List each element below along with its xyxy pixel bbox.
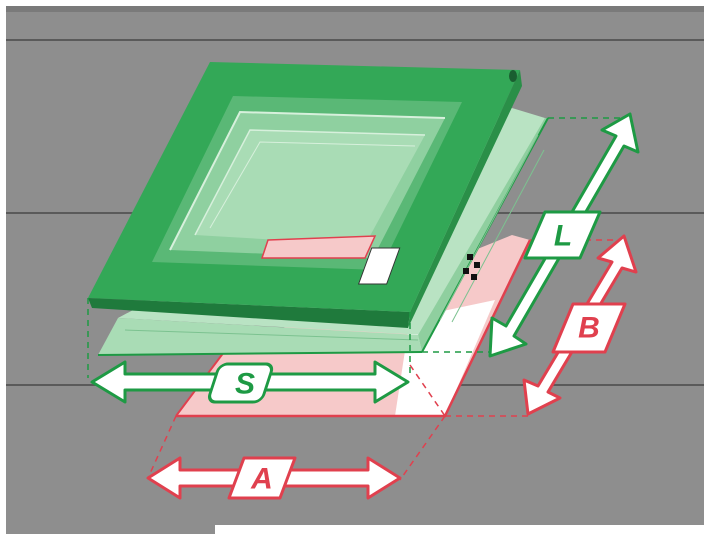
window-sash bbox=[88, 62, 522, 328]
dim-a-label-box bbox=[227, 456, 297, 500]
glass-highlight-2 bbox=[194, 129, 426, 236]
flashing-groove-2 bbox=[439, 134, 539, 321]
flashing-front bbox=[98, 318, 422, 355]
glass-highlight-1 bbox=[169, 110, 446, 251]
roof-top-edge bbox=[6, 6, 704, 12]
dim-s-label-box bbox=[207, 362, 274, 404]
dimension-s: S bbox=[87, 298, 411, 404]
sash-right-face bbox=[408, 70, 522, 328]
qr-label-icon bbox=[357, 247, 480, 285]
dimension-a: A bbox=[146, 456, 402, 500]
flashing-groove-1 bbox=[124, 329, 419, 341]
dimension-b: B bbox=[522, 234, 638, 416]
dim-a-label: A bbox=[250, 463, 273, 496]
glass-highlight-3 bbox=[209, 141, 416, 229]
flashing-groove-3 bbox=[451, 149, 545, 323]
bottom-white-strip bbox=[215, 525, 704, 540]
flashing-bottom-line bbox=[97, 351, 423, 356]
dim-l-label-box bbox=[523, 210, 602, 260]
sash-hinge-hole bbox=[509, 70, 517, 82]
dim-b-label-box bbox=[551, 302, 627, 354]
sash-front-face bbox=[88, 298, 410, 328]
dim-b-label: B bbox=[578, 312, 600, 345]
dim-l-label: L bbox=[554, 220, 572, 253]
dim-a-extension-right bbox=[399, 415, 446, 481]
glazing-glass bbox=[195, 130, 425, 245]
dim-a-extension-left bbox=[147, 415, 177, 479]
opening-through-glass bbox=[260, 235, 377, 259]
dimension-l: L bbox=[422, 112, 640, 358]
dim-s-label: S bbox=[235, 368, 255, 401]
